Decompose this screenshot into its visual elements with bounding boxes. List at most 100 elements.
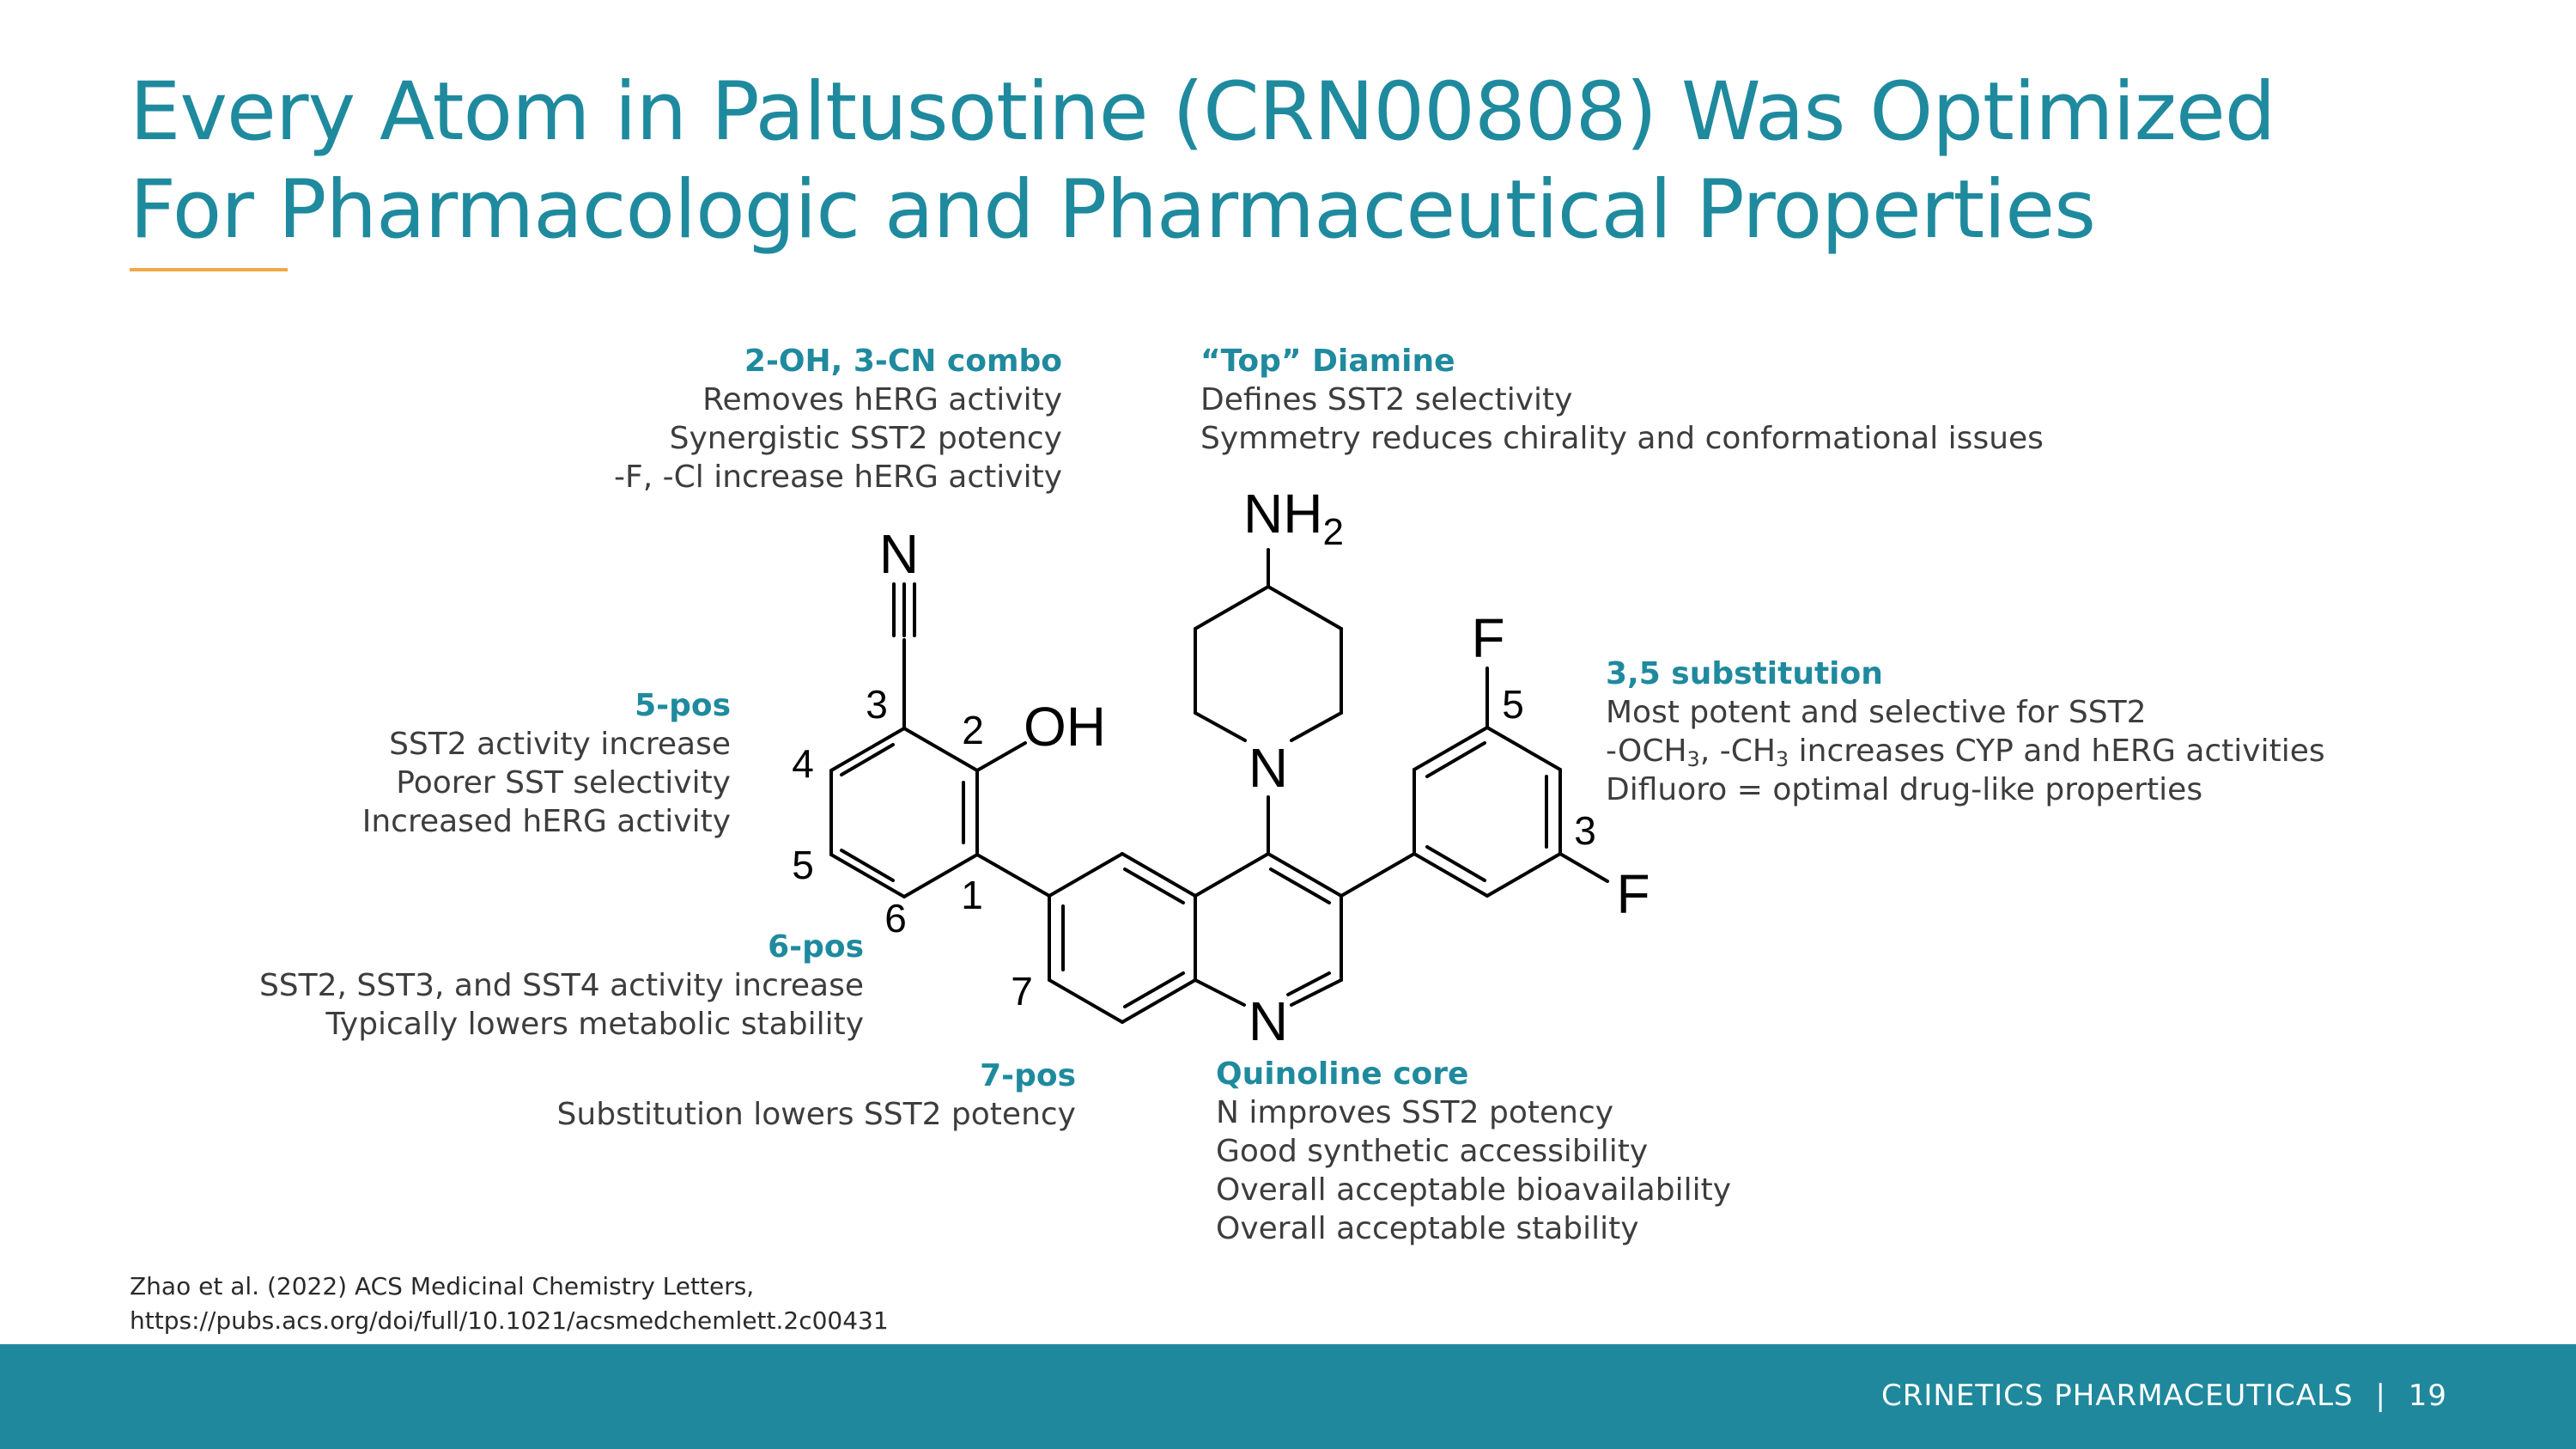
atom-quinoline-n: N: [1249, 990, 1288, 1052]
bond: [1194, 585, 1270, 630]
citation: Zhao et al. (2022) ACS Medicinal Chemist…: [130, 1269, 889, 1338]
bond: [1123, 868, 1185, 904]
annotation-3-5-line-methyl: -OCH3, -CH3 increases CYP and hERG activ…: [1606, 732, 2325, 770]
bond: [975, 741, 1027, 772]
bond: [902, 853, 979, 898]
annotation-7-pos: 7-pos Substitution lowers SST2 potency: [557, 1056, 1076, 1134]
bond: [1485, 852, 1562, 898]
atom-fluorine-top: F: [1471, 607, 1504, 669]
annotation-quinoline-line: Good synthetic accessibility: [1216, 1134, 1649, 1169]
position-number: 6: [884, 896, 907, 941]
bond: [829, 727, 906, 772]
atom-nh2: NH2: [1243, 483, 1344, 553]
bond: [902, 727, 979, 772]
bond: [840, 849, 895, 882]
page-number: 19: [2408, 1379, 2447, 1413]
bond: [1194, 978, 1246, 1007]
footer-separator: |: [2375, 1379, 2386, 1413]
slide-title: Every Atom in Paltusotine (CRN00808) Was…: [130, 64, 2534, 259]
bond: [1290, 711, 1343, 742]
bond: [1269, 868, 1331, 904]
citation-line: Zhao et al. (2022) ACS Medicinal Chemist…: [130, 1272, 755, 1300]
atom-fluorine-bottom: F: [1616, 863, 1649, 925]
annotation-diamine: “Top” Diamine Defines SST2 selectivity S…: [1200, 342, 2044, 458]
annotation-5-pos-line: Poorer SST selectivity: [396, 765, 731, 801]
atom-nitrile-n: N: [879, 523, 919, 585]
annotation-7-pos-line: Substitution lowers SST2 potency: [556, 1097, 1076, 1132]
position-number: 5: [1502, 682, 1524, 727]
subscript: 3: [1775, 747, 1789, 771]
citation-url[interactable]: https://pubs.acs.org/doi/full/10.1021/ac…: [130, 1306, 889, 1335]
bond: [1121, 978, 1197, 1024]
position-number: 1: [961, 873, 983, 917]
bond: [1286, 971, 1331, 996]
annotation-combo-heading: 2-OH, 3-CN combo: [744, 344, 1062, 379]
position-number: 4: [792, 741, 814, 786]
annotation-text: -OCH: [1606, 734, 1687, 769]
slide-title-line-1: Every Atom in Paltusotine (CRN00808) Was…: [130, 65, 2275, 159]
bond: [1267, 852, 1343, 898]
annotation-5-pos-line: SST2 activity increase: [389, 727, 731, 762]
bond: [1413, 726, 1489, 771]
bond: [975, 853, 1051, 898]
annotation-3-5-line: Most potent and selective for SST2: [1606, 695, 2147, 730]
company-name: CRINETICS PHARMACEUTICALS: [1881, 1379, 2354, 1413]
annotation-5-pos-heading: 5-pos: [635, 688, 731, 723]
bond: [1048, 852, 1124, 898]
bond: [1485, 726, 1562, 771]
annotation-5-pos-line: Increased hERG activity: [361, 804, 731, 839]
annotation-5-pos: 5-pos SST2 activity increase Poorer SST …: [362, 686, 731, 841]
annotation-combo: 2-OH, 3-CN combo Removes hERG activity S…: [614, 342, 1062, 496]
position-number: 7: [1011, 969, 1033, 1014]
bond: [1121, 852, 1197, 898]
footer-bar: CRINETICS PHARMACEUTICALS | 19: [0, 1344, 2576, 1449]
annotation-diamine-line: Defines SST2 selectivity: [1200, 382, 1573, 417]
atom-oh: OH: [1024, 696, 1106, 758]
annotation-6-pos-line: SST2, SST3, and SST4 activity increase: [258, 968, 864, 1003]
annotation-3-5-heading: 3,5 substitution: [1606, 656, 1883, 691]
annotation-6-pos-line: Typically lowers metabolic stability: [325, 1007, 864, 1042]
atom-nh2-subscript: 2: [1322, 511, 1343, 553]
annotation-quinoline-core: Quinoline core N improves SST2 potency G…: [1216, 1055, 1731, 1248]
annotation-diamine-line: Symmetry reduces chirality and conformat…: [1200, 421, 2044, 456]
bond: [1123, 971, 1185, 1008]
atom-piperidine-n: N: [1249, 737, 1288, 799]
bond: [1194, 711, 1247, 742]
position-number: 3: [866, 682, 888, 727]
bond: [1290, 978, 1343, 1007]
annotation-combo-line: -F, -Cl increase hERG activity: [614, 460, 1062, 495]
bond: [1413, 852, 1489, 898]
bond: [1194, 852, 1270, 898]
bond: [840, 743, 895, 776]
bond: [1425, 845, 1486, 882]
annotation-combo-line: Synergistic SST2 potency: [669, 421, 1062, 456]
annotation-diamine-heading: “Top” Diamine: [1200, 344, 1455, 379]
annotation-text: , -CH: [1699, 734, 1776, 769]
position-number: 3: [1574, 808, 1596, 853]
bond: [1558, 852, 1609, 883]
position-number: 5: [792, 843, 814, 887]
atom-nh2-label: NH: [1243, 483, 1322, 545]
annotation-text: increases CYP and hERG activities: [1789, 734, 2325, 769]
annotation-quinoline-line: N improves SST2 potency: [1216, 1095, 1614, 1130]
slide-title-line-2: For Pharmacologic and Pharmaceutical Pro…: [130, 163, 2096, 257]
bond: [1340, 852, 1416, 898]
bond: [1267, 585, 1343, 630]
bond: [1048, 978, 1124, 1024]
position-number: 2: [962, 708, 984, 752]
annotation-quinoline-heading: Quinoline core: [1216, 1056, 1469, 1092]
annotation-combo-line: Removes hERG activity: [702, 382, 1062, 417]
title-underline: [130, 268, 288, 271]
annotation-6-pos: 6-pos SST2, SST3, and SST4 activity incr…: [259, 928, 864, 1044]
annotation-3-5-substitution: 3,5 substitution Most potent and selecti…: [1606, 654, 2325, 809]
footer-text: CRINETICS PHARMACEUTICALS | 19: [1881, 1379, 2447, 1413]
annotation-quinoline-line: Overall acceptable stability: [1216, 1211, 1639, 1246]
annotation-3-5-line: Difluoro = optimal drug-like properties: [1606, 772, 2203, 807]
annotation-6-pos-heading: 6-pos: [768, 929, 864, 965]
bond: [1425, 741, 1486, 778]
bond: [829, 853, 906, 898]
annotation-7-pos-heading: 7-pos: [980, 1058, 1076, 1093]
annotation-quinoline-line: Overall acceptable bioavailability: [1216, 1172, 1732, 1208]
subscript: 3: [1686, 747, 1700, 771]
